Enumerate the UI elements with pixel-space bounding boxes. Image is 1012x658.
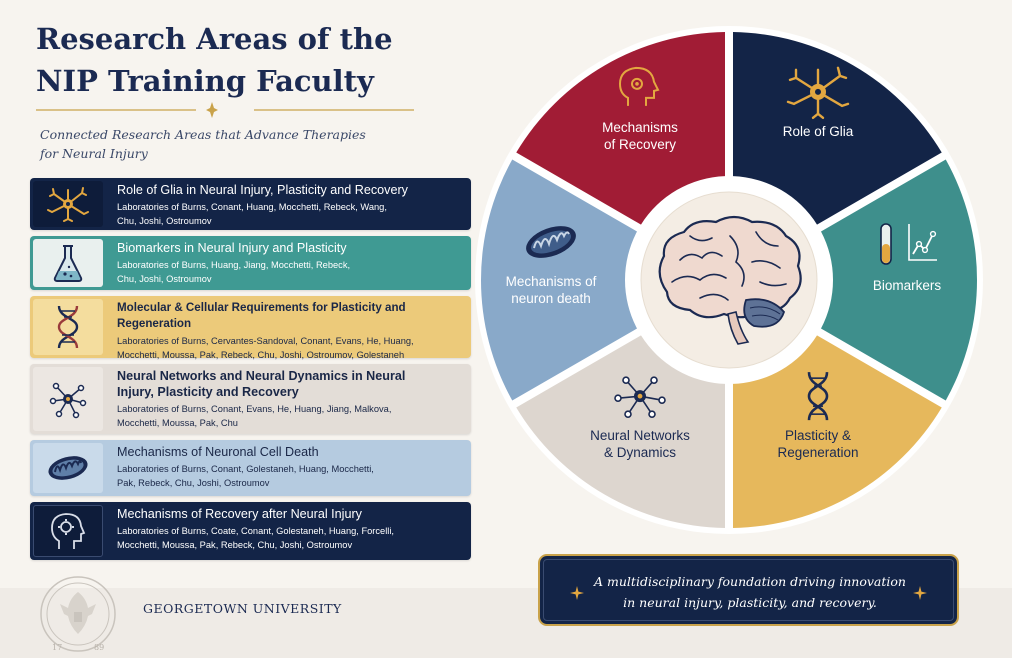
card-labs-line-1: Laboratories of Burns, Conant, Huang, Mo… [117,202,387,212]
wheel-label-recovery: Mechanisms [602,120,678,135]
card-labs-line-1: Laboratories of Burns, Conant, Golestane… [117,464,374,474]
seal-year-right: 89 [94,643,104,652]
mitochondrion-icon [33,443,103,493]
card-title-line-1: Neural Networks and Neural Dynamics in N… [117,369,406,383]
head-gear-icon [33,505,103,557]
wheel-label-networks: Neural Networks [590,428,690,443]
wheel-label-glia: Role of Glia [783,124,854,139]
sparkle-icon [913,586,927,600]
wheel-label-neuron-death: neuron death [511,291,591,306]
card-labs-line-2: Pak, Rebeck, Chu, Joshi, Ostroumov [117,478,270,488]
research-card-glia: Role of Glia in Neural Injury, Plasticit… [30,178,471,230]
research-card-networks: Neural Networks and Neural Dynamics in N… [30,364,471,434]
glia-icon [786,66,850,120]
glia-icon [33,181,103,227]
card-title: Biomarkers in Neural Injury and Plastici… [117,241,347,255]
page-subtitle: Connected Research Areas that Advance Th… [40,125,370,163]
card-title: Molecular & Cellular Requirements for Pl… [117,301,406,330]
university-seal-icon: 17 89 [40,576,116,652]
banner-line-1: A multidisciplinary foundation driving i… [594,574,906,589]
subtitle-line-1: Connected Research Areas that Advance Th… [40,127,366,142]
wheel-label-networks: & Dynamics [604,445,676,460]
wheel-label-plasticity: Plasticity & [785,428,851,443]
tagline-banner: A multidisciplinary foundation driving i… [538,554,959,626]
seal-year-left: 17 [52,643,62,652]
network-icon [614,376,666,418]
wheel-segment-glia [732,32,942,225]
research-card-biomarkers: Biomarkers in Neural Injury and Plastici… [30,236,471,290]
card-labs-line-2: Mocchetti, Moussa, Pak, Chu [117,418,238,428]
wheel-label-recovery: of Recovery [604,137,676,152]
test-tube-chart-icon [880,223,937,265]
wheel-segment-neuron-death [480,159,638,401]
card-labs-line-1: Laboratories of Burns, Conant, Evans, He… [117,404,392,414]
university-name: GEORGETOWN UNIVERSITY [143,601,342,616]
network-icon [33,367,103,431]
wheel-label-neuron-death: Mechanisms of [506,274,597,289]
wheel-segment-recovery [516,32,726,225]
card-labs-line-1: Laboratories of Burns, Coate, Conant, Go… [117,526,394,536]
subtitle-line-2: for Neural Injury [40,146,148,161]
dna-icon [807,371,829,421]
card-labs-line-1: Laboratories of Burns, Cervantes-Sandova… [117,336,414,346]
title-divider [36,102,414,118]
research-card-plasticity: Molecular & Cellular Requirements for Pl… [30,296,471,360]
sparkle-icon [206,102,218,118]
card-labs-line-1: Laboratories of Burns, Huang, Jiang, Moc… [117,260,351,270]
wheel-label-plasticity: Regeneration [777,445,858,460]
research-card-cell-death: Mechanisms of Neuronal Cell Death Labora… [30,440,471,496]
title-line-2: NIP Training Faculty [36,64,374,98]
dna-icon [33,299,103,355]
card-title: Mechanisms of Recovery after Neural Inju… [117,507,362,521]
card-title-line-2: Injury, Plasticity and Recovery [117,385,299,399]
wheel-segment-biomarkers [820,159,977,401]
card-labs-line-2: Mocchetti, Moussa, Pak, Rebeck, Chu, Jos… [117,540,353,550]
flask-icon [33,239,103,287]
card-labs-line-2: Chu, Joshi, Ostroumov [117,274,212,284]
wheel-segment-networks [516,335,726,528]
wheel-segment-plasticity [732,335,942,528]
mitochondrion-icon [526,226,576,258]
page-title: Research Areas of the NIP Training Facul… [36,18,436,102]
banner-line-2: in neural injury, plasticity, and recove… [623,595,877,610]
card-title: Mechanisms of Neuronal Cell Death [117,445,319,459]
brain-icon [658,215,802,345]
sparkle-icon [570,586,584,600]
research-card-recovery: Mechanisms of Recovery after Neural Inju… [30,502,471,560]
card-labs-line-2: Chu, Joshi, Ostroumov [117,216,212,226]
head-gear-icon [618,66,660,106]
wheel-label-biomarkers: Biomarkers [873,278,942,293]
card-labs-line-2: Mocchetti, Moussa, Pak, Rebeck, Chu, Jos… [117,350,405,360]
card-title: Role of Glia in Neural Injury, Plasticit… [117,183,408,197]
title-line-1: Research Areas of the [36,22,393,56]
